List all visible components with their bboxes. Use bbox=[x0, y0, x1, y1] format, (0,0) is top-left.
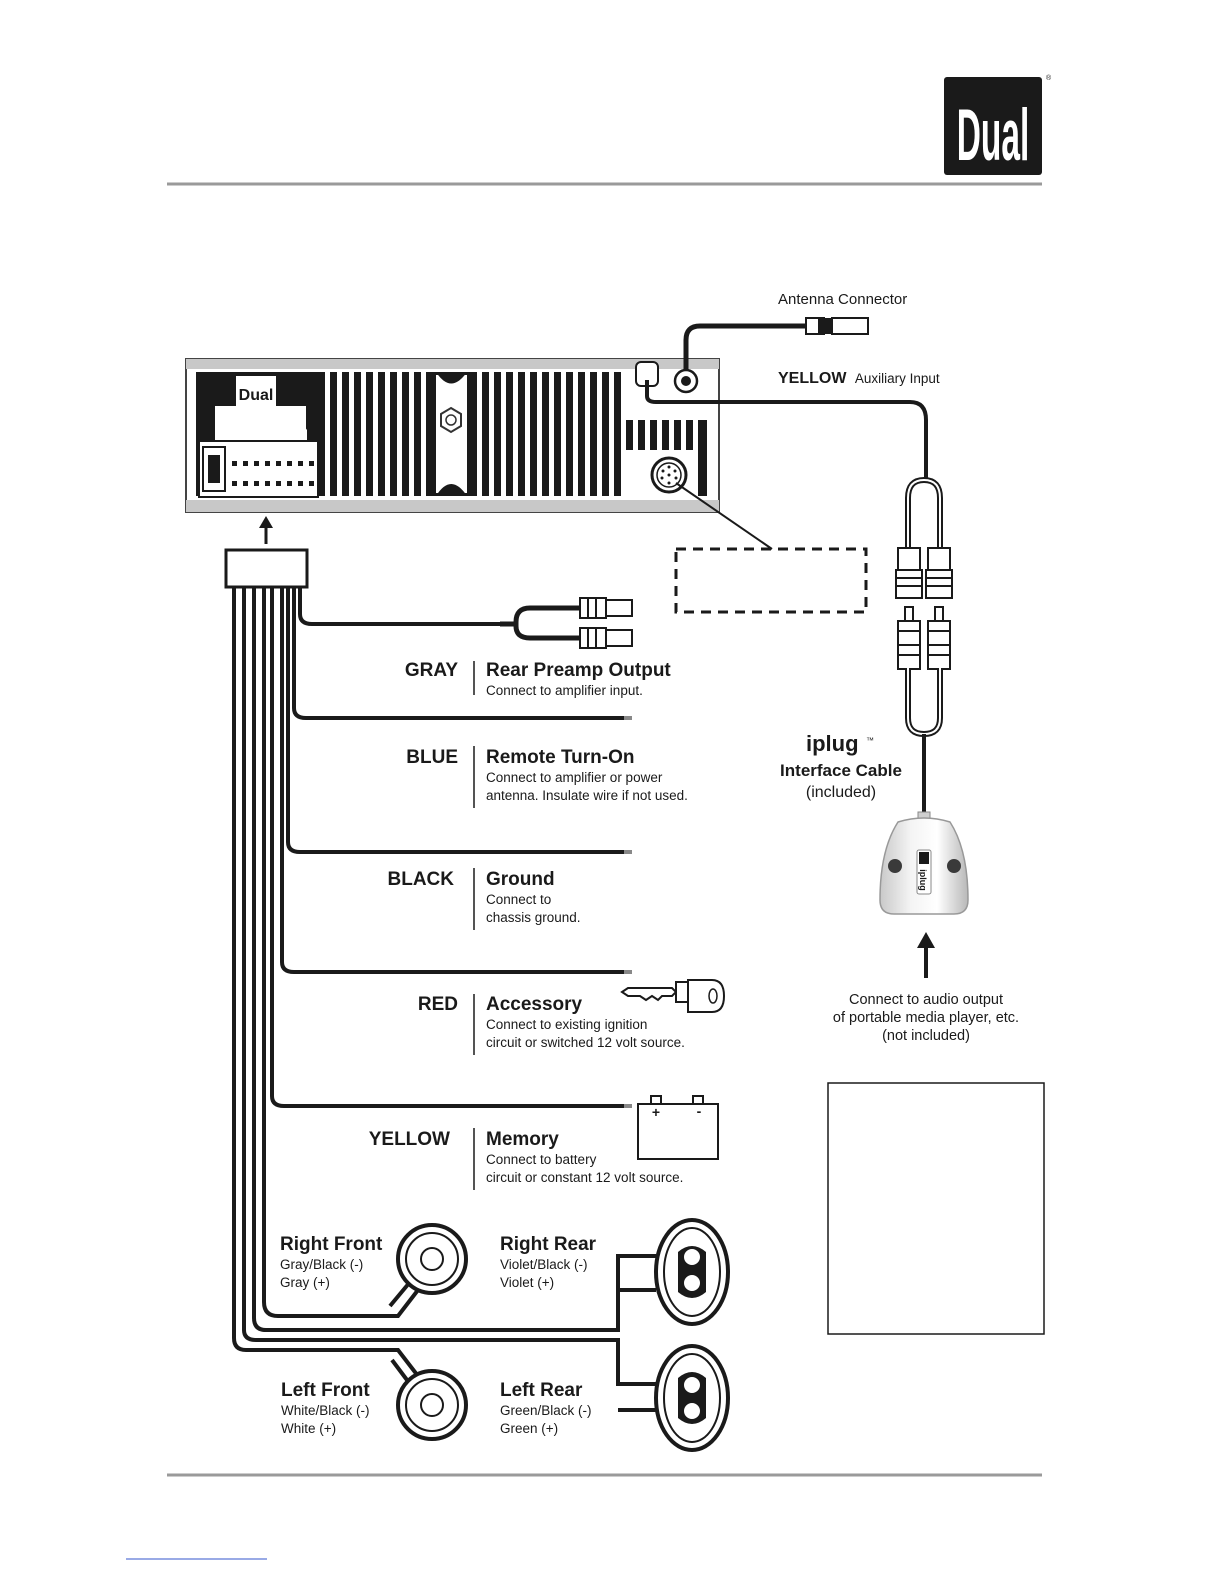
svg-text:BLUE: BLUE bbox=[406, 747, 458, 768]
aux-split-upper bbox=[905, 476, 943, 555]
battery-icon: + - bbox=[637, 1095, 719, 1160]
speaker-right-front-icon bbox=[384, 1223, 468, 1318]
battery-minus: - bbox=[697, 1103, 702, 1119]
iplug-tm: ™ bbox=[866, 736, 874, 745]
svg-text:circuit or switched 12 volt so: circuit or switched 12 volt source. bbox=[486, 1035, 685, 1050]
svg-text:Right Rear: Right Rear bbox=[500, 1234, 597, 1255]
note-box bbox=[827, 1082, 1045, 1335]
harness-connector bbox=[224, 548, 309, 589]
rca-preamp-plugs bbox=[579, 597, 633, 649]
speaker-label-right-rear: Right Rear Violet/Black (-) Violet (+) bbox=[500, 1234, 597, 1290]
aux-color: YELLOW bbox=[778, 370, 847, 387]
svg-text:Ground: Ground bbox=[486, 869, 555, 890]
svg-text:GRAY: GRAY bbox=[405, 660, 458, 681]
iplug-connect-line-2: of portable media player, etc. bbox=[833, 1010, 1019, 1026]
svg-text:Left Front: Left Front bbox=[281, 1380, 370, 1401]
aux-desc: Auxiliary Input bbox=[855, 371, 940, 386]
registered-mark: ® bbox=[1046, 74, 1052, 82]
svg-text:White/Black (-): White/Black (-) bbox=[281, 1403, 370, 1418]
antenna-plug bbox=[805, 317, 869, 335]
speaker-right-rear-icon bbox=[612, 1218, 730, 1332]
svg-text:Memory: Memory bbox=[486, 1129, 559, 1150]
wire-label-gray: GRAY Rear Preamp Output Connect to ampli… bbox=[405, 660, 672, 698]
aux-input-label: YELLOW Auxiliary Input bbox=[778, 370, 940, 387]
svg-text:Gray (+): Gray (+) bbox=[280, 1275, 330, 1290]
speaker-left-rear-icon bbox=[612, 1338, 730, 1452]
logo-text: Dual bbox=[957, 96, 1030, 177]
harness-wires bbox=[232, 588, 628, 1352]
svg-text:circuit or constant 12 volt so: circuit or constant 12 volt source. bbox=[486, 1170, 683, 1185]
svg-text:Right Front: Right Front bbox=[280, 1234, 383, 1255]
din-port-callout bbox=[674, 547, 868, 614]
rca-plugs-lower bbox=[897, 606, 951, 670]
iplug-device-text: iplug bbox=[918, 869, 928, 891]
iplug-logo: iplug ™ bbox=[806, 731, 874, 756]
speaker-left-front-icon bbox=[384, 1348, 468, 1441]
din-leader-line bbox=[675, 482, 773, 550]
iplug-connect-line-1: Connect to audio output bbox=[849, 992, 1003, 1008]
iplug-input-arrow bbox=[917, 932, 935, 978]
svg-text:Connect to amplifier input.: Connect to amplifier input. bbox=[486, 683, 643, 698]
wire-label-blue: BLUE Remote Turn-On Connect to amplifier… bbox=[406, 746, 688, 808]
head-unit-chassis: Dual bbox=[185, 358, 720, 513]
antenna-connector-label: Antenna Connector bbox=[778, 291, 907, 308]
svg-text:Remote Turn-On: Remote Turn-On bbox=[486, 747, 634, 768]
svg-text:Connect to: Connect to bbox=[486, 892, 551, 907]
svg-text:Connect to battery: Connect to battery bbox=[486, 1152, 597, 1167]
chassis-logo-text: Dual bbox=[239, 387, 274, 404]
battery-plus: + bbox=[652, 1104, 660, 1120]
gray-preamp-split bbox=[500, 605, 582, 641]
iplug-included-label: (included) bbox=[806, 784, 876, 801]
svg-text:White (+): White (+) bbox=[281, 1421, 336, 1436]
iplug-device-icon: iplug bbox=[879, 811, 969, 915]
iplug-logo-text: iplug bbox=[806, 731, 859, 756]
svg-text:Rear Preamp Output: Rear Preamp Output bbox=[486, 660, 671, 681]
aux-cable bbox=[645, 380, 928, 478]
svg-text:Violet (+): Violet (+) bbox=[500, 1275, 554, 1290]
svg-text:Left Rear: Left Rear bbox=[500, 1380, 583, 1401]
antenna-cable bbox=[683, 323, 808, 370]
ignition-key-icon bbox=[620, 979, 726, 1013]
wire-label-red: RED Accessory Connect to existing igniti… bbox=[418, 994, 685, 1055]
aux-split-lower bbox=[905, 668, 943, 738]
iplug-cable-label: Interface Cable bbox=[780, 761, 902, 780]
svg-text:Green/Black (-): Green/Black (-) bbox=[500, 1403, 592, 1418]
svg-text:Connect to amplifier or power: Connect to amplifier or power bbox=[486, 770, 663, 785]
svg-text:chassis ground.: chassis ground. bbox=[486, 910, 581, 925]
svg-text:Gray/Black (-): Gray/Black (-) bbox=[280, 1257, 363, 1272]
svg-text:RED: RED bbox=[418, 994, 458, 1015]
rca-plugs-upper bbox=[895, 547, 953, 599]
svg-text:Green (+): Green (+) bbox=[500, 1421, 558, 1436]
wire-label-yellow: YELLOW Memory Connect to battery circuit… bbox=[369, 1128, 683, 1190]
svg-text:YELLOW: YELLOW bbox=[369, 1129, 450, 1150]
harness-arrow bbox=[259, 516, 273, 544]
speaker-label-left-rear: Left Rear Green/Black (-) Green (+) bbox=[500, 1380, 592, 1436]
speaker-label-right-front: Right Front Gray/Black (-) Gray (+) bbox=[280, 1234, 383, 1290]
speaker-label-left-front: Left Front White/Black (-) White (+) bbox=[281, 1380, 370, 1436]
svg-text:Connect to existing ignition: Connect to existing ignition bbox=[486, 1017, 647, 1032]
svg-text:Violet/Black (-): Violet/Black (-) bbox=[500, 1257, 588, 1272]
svg-text:BLACK: BLACK bbox=[388, 869, 455, 890]
dual-logo: Dual ® bbox=[944, 74, 1052, 177]
svg-text:Accessory: Accessory bbox=[486, 994, 583, 1015]
iplug-connect-line-3: (not included) bbox=[882, 1028, 970, 1044]
svg-text:antenna. Insulate wire if not: antenna. Insulate wire if not used. bbox=[486, 788, 688, 803]
harness-wire-ends bbox=[624, 716, 632, 1108]
wire-label-black: BLACK Ground Connect to chassis ground. bbox=[388, 868, 581, 930]
